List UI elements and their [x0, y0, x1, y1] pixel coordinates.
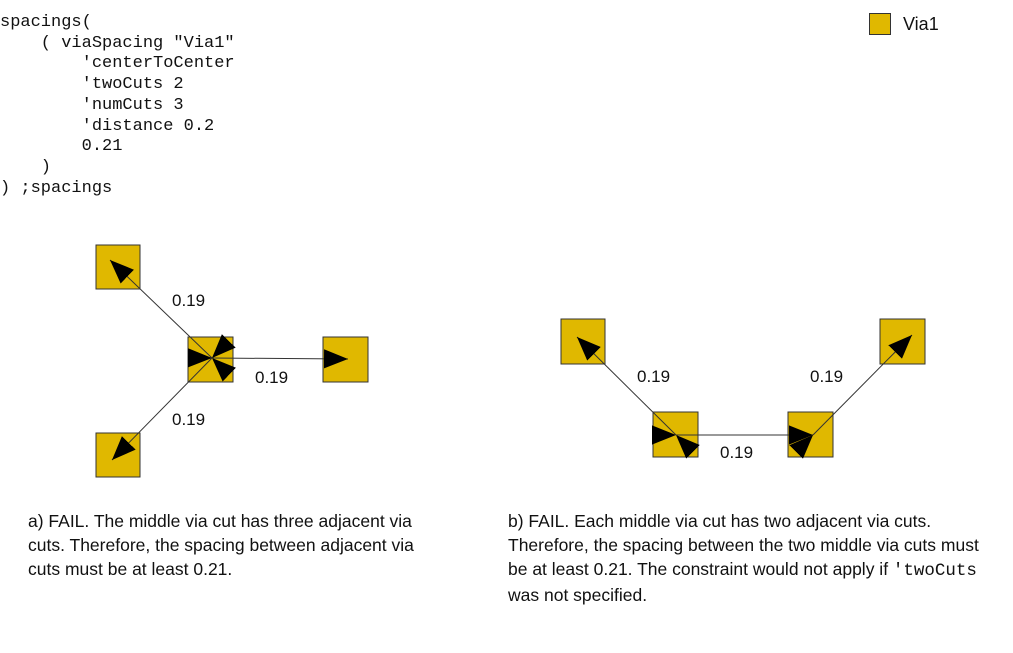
dim-label-b-left: 0.19 [637, 367, 670, 386]
legend-swatch-via1 [869, 13, 891, 35]
dim-label-a-lower: 0.19 [172, 410, 205, 429]
dim-label-a-right: 0.19 [255, 368, 288, 387]
code-line: 'distance 0.2 [81, 116, 215, 136]
legend-label: Via1 [903, 13, 939, 34]
code-line: ) ;spacings [0, 178, 113, 198]
dim-arrow-b-left [576, 336, 700, 459]
caption-b-text: b) FAIL. Each middle via cut has two adj… [508, 511, 979, 579]
code-line: ) [40, 157, 52, 177]
code-listing: spacings( ( viaSpacing "Via1" 'centerToC… [0, 13, 235, 199]
via-b-4 [879, 318, 926, 365]
caption-a: a) FAIL. The middle via cut has three ad… [28, 511, 414, 579]
dim-label-b-right: 0.19 [810, 367, 843, 386]
via-a-right [322, 336, 369, 383]
legend: Via1 [869, 13, 939, 35]
caption-b-code: 'twoCuts [892, 561, 977, 581]
dim-label-b-middle: 0.19 [720, 443, 753, 462]
code-line: spacings( [0, 13, 92, 32]
code-line: 0.21 [81, 137, 123, 157]
caption-b-tail: was not specified. [508, 585, 648, 605]
code-line: 'centerToCenter [81, 54, 235, 74]
via-a-bottom-left [95, 432, 141, 478]
via-b-1 [560, 318, 606, 365]
dim-arrow-a-lower [111, 334, 236, 461]
caption-b: b) FAIL. Each middle via cut has two adj… [508, 509, 988, 607]
code-line: ( viaSpacing "Via1" [40, 33, 235, 53]
code-line: 'twoCuts 2 [81, 75, 184, 95]
dim-arrow-b-right [789, 334, 913, 459]
dim-label-a-upper: 0.19 [172, 291, 205, 310]
code-line: 'numCuts 3 [81, 95, 184, 115]
